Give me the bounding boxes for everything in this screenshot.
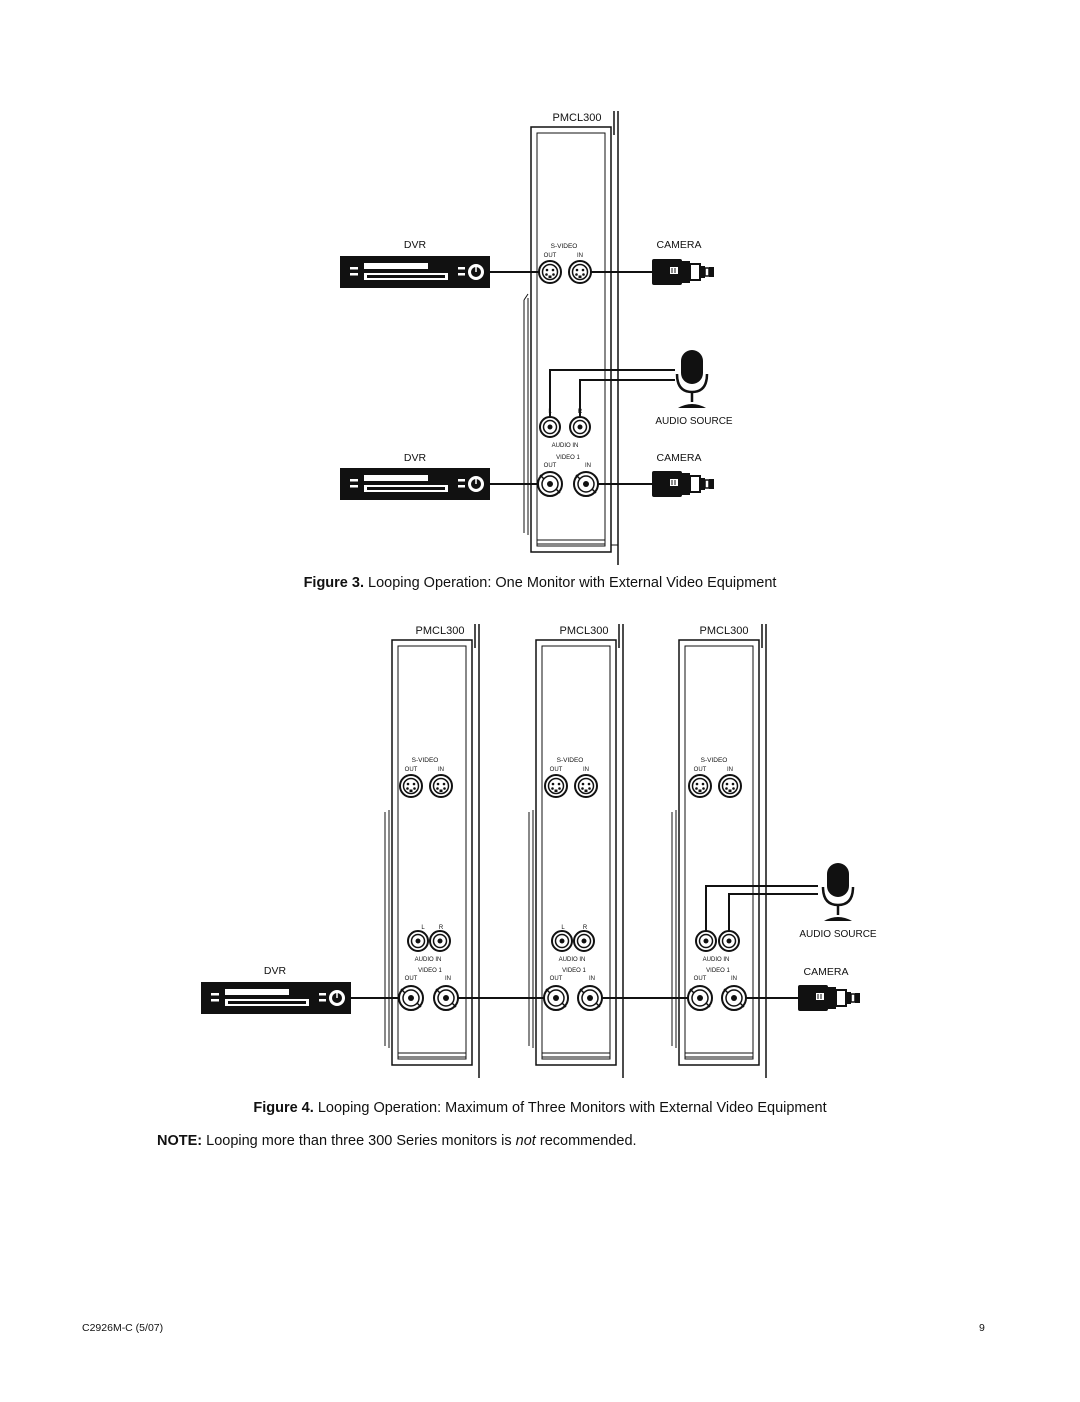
monitor-label: PMCL300 [416, 625, 465, 637]
video-in-connector [573, 471, 599, 497]
out-label: OUT [544, 253, 557, 259]
dvr-device [339, 255, 491, 289]
monitor-label: PMCL300 [560, 625, 609, 637]
audio-in-label: AUDIO IN [552, 443, 579, 449]
camera-label: CAMERA [657, 239, 702, 251]
dvr-device [339, 467, 491, 501]
svg-text:L: L [421, 925, 425, 931]
svg-text:OUT: OUT [550, 976, 563, 982]
svg-text:OUT: OUT [550, 767, 563, 773]
monitor-panel: PMCL300 S-VIDEO OUT IN L R AUDIO IN VIDE… [528, 624, 624, 1078]
svg-text:IN: IN [589, 976, 595, 982]
svg-text:IN: IN [727, 767, 733, 773]
microphone-icon [675, 348, 709, 410]
page-number: 9 [979, 1322, 985, 1334]
in-label: IN [585, 463, 591, 469]
monitor-panel: PMCL300 S-VIDEO OUT IN L R AUDIO IN VIDE… [384, 624, 480, 1078]
svg-text:R: R [583, 925, 588, 931]
svg-text:AUDIO IN: AUDIO IN [415, 957, 442, 963]
out-label: OUT [544, 463, 557, 469]
svg-text:AUDIO IN: AUDIO IN [703, 957, 730, 963]
dvr-device [200, 981, 352, 1015]
note-text: Looping more than three 300 Series monit… [206, 1133, 512, 1149]
figure-3-diagram: PMCL300 S-VIDEO OUT IN L R AUDIO IN VIDE… [339, 111, 733, 565]
svg-text:OUT: OUT [694, 976, 707, 982]
in-label: IN [577, 253, 583, 259]
audio-cable-left [549, 369, 675, 417]
svg-text:VIDEO 1: VIDEO 1 [562, 968, 586, 974]
s-video-out-connector [538, 260, 562, 284]
figure-4-number: Figure 4. [253, 1100, 314, 1116]
audio-right-connector [569, 416, 591, 438]
monitor-label: PMCL300 [700, 625, 749, 637]
svg-text:OUT: OUT [405, 976, 418, 982]
svg-text:VIDEO 1: VIDEO 1 [706, 968, 730, 974]
audio-source-label: AUDIO SOURCE [655, 416, 733, 427]
camera-icon [651, 258, 715, 286]
figure-4-caption-text: Looping Operation: Maximum of Three Moni… [317, 1100, 827, 1116]
microphone-icon [821, 861, 855, 923]
camera-label: CAMERA [657, 452, 702, 464]
svg-text:S-VIDEO: S-VIDEO [412, 757, 439, 764]
svg-text:IN: IN [438, 767, 444, 773]
audio-cable-left [705, 885, 818, 931]
document-id: C2926M-C (5/07) [82, 1322, 164, 1334]
dvr-label: DVR [404, 239, 427, 251]
svg-text:AUDIO IN: AUDIO IN [559, 957, 586, 963]
svg-text:IN: IN [731, 976, 737, 982]
figure-4-caption: Figure 4. Looping Operation: Maximum of … [0, 1100, 1080, 1116]
svg-text:IN: IN [583, 767, 589, 773]
video-out-connector [537, 471, 563, 497]
monitor-panel: PMCL300 S-VIDEO OUT IN AUDIO IN VIDEO 1 … [671, 624, 767, 1078]
figure-4-diagram: PMCL300 S-VIDEO OUT IN L R AUDIO IN VIDE… [200, 624, 877, 1078]
audio-source-label: AUDIO SOURCE [799, 929, 877, 940]
audio-cable-right [579, 379, 675, 417]
dvr-label: DVR [404, 452, 427, 464]
s-video-in-connector [568, 260, 592, 284]
s-video-label: S-VIDEO [551, 243, 578, 250]
audio-left-connector [539, 416, 561, 438]
note-text-end: recommended. [539, 1133, 637, 1149]
camera-label: CAMERA [804, 966, 849, 978]
figure-3-caption-text: Looping Operation: One Monitor with Exte… [368, 575, 777, 591]
video-1-label: VIDEO 1 [556, 455, 580, 461]
svg-text:OUT: OUT [405, 767, 418, 773]
svg-text:VIDEO 1: VIDEO 1 [418, 968, 442, 974]
figure-3-number: Figure 3. [303, 575, 364, 591]
camera-icon [651, 470, 715, 498]
svg-text:S-VIDEO: S-VIDEO [557, 757, 584, 764]
svg-text:IN: IN [445, 976, 451, 982]
svg-text:S-VIDEO: S-VIDEO [701, 757, 728, 764]
monitor-label: PMCL300 [553, 112, 602, 124]
svg-text:R: R [439, 925, 444, 931]
svg-text:L: L [561, 925, 565, 931]
svg-text:OUT: OUT [694, 767, 707, 773]
monitor-panel [523, 111, 619, 565]
figure-3-caption: Figure 3. Looping Operation: One Monitor… [0, 575, 1080, 591]
note-label: NOTE: [157, 1133, 203, 1149]
camera-icon [797, 984, 861, 1012]
note-emphasis: not [515, 1133, 536, 1149]
audio-cable-right [728, 893, 818, 931]
note: NOTE: Looping more than three 300 Series… [157, 1133, 637, 1149]
dvr-label: DVR [264, 965, 287, 977]
